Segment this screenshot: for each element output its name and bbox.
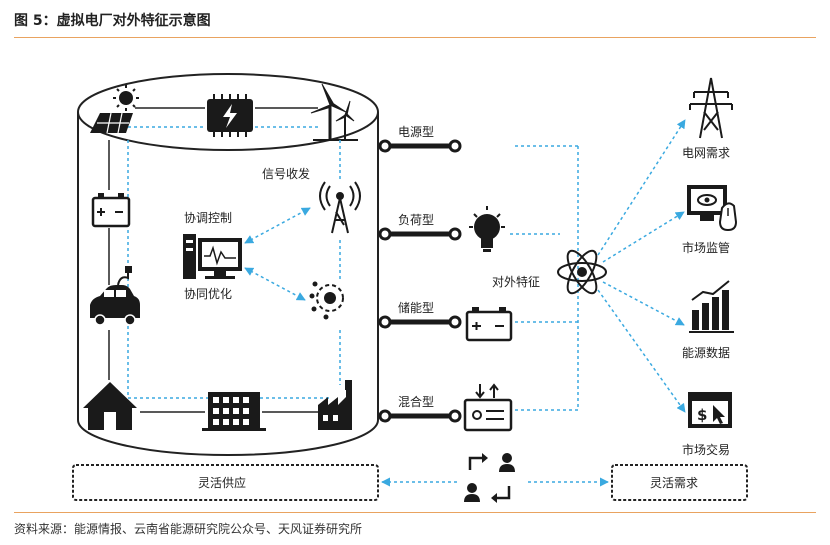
type-to-hub-lines (510, 145, 579, 411)
demand-box (611, 464, 748, 501)
output-label-grid: 电网需求 (682, 146, 730, 160)
output-label-energy-data: 能源数据 (682, 345, 730, 360)
connector-power (378, 139, 462, 153)
type-label-load: 负荷型 (398, 213, 434, 227)
signal-label: 信号收发 (262, 166, 310, 181)
supply-box (72, 464, 379, 501)
internal-arrows (244, 207, 311, 301)
hub-label: 对外特征 (492, 274, 540, 289)
market-trading-icon: $ (688, 392, 732, 428)
user-exchange-icon (464, 453, 515, 503)
wind-turbine-icon (310, 83, 358, 141)
signal-tower-icon (319, 181, 361, 234)
control-label: 协调控制 (184, 210, 232, 225)
control-monitor-icon (183, 234, 242, 279)
factory-icon (318, 380, 352, 430)
power-tower-icon (689, 77, 733, 139)
storage-battery-icon (465, 307, 513, 342)
market-monitor-icon (687, 185, 738, 232)
figure-title: 图 5：虚拟电厂对外特征示意图 (14, 13, 211, 29)
supply-label: 灵活供应 (198, 475, 246, 490)
type-label-power: 电源型 (398, 125, 434, 139)
type-connectors (378, 139, 462, 423)
type-label-hybrid: 混合型 (398, 394, 434, 409)
top-ring-connections (128, 107, 318, 128)
output-label-trading: 市场交易 (682, 442, 730, 457)
solar-panel-icon (90, 85, 139, 134)
hybrid-meter-icon (463, 383, 513, 432)
top-divider (14, 37, 816, 38)
battery-icon (91, 193, 131, 228)
demand-label: 灵活需求 (650, 476, 698, 490)
office-building-icon (202, 392, 266, 431)
cooperative-gear-icon (309, 281, 344, 320)
svg-text:$: $ (697, 406, 707, 424)
output-label-supervision: 市场监管 (682, 240, 730, 255)
cooperate-label: 协同优化 (184, 286, 232, 301)
inverter-chip-icon (207, 94, 253, 137)
type-label-storage: 储能型 (398, 300, 434, 315)
source-note: 资料来源：能源情报、云南省能源研究院公众号、天风证券研究所 (14, 522, 363, 536)
atom-hub-icon (557, 249, 607, 295)
energy-data-icon (689, 280, 734, 333)
connector-load (378, 227, 462, 241)
connector-hybrid (378, 409, 462, 423)
hub-to-output-arrows (597, 119, 686, 413)
light-bulb-icon (469, 206, 505, 252)
cylinder (77, 73, 379, 456)
bottom-divider (14, 512, 816, 513)
left-wiring (108, 140, 341, 413)
connector-storage (378, 315, 462, 329)
house-icon (83, 382, 137, 430)
electric-car-icon (90, 266, 140, 326)
